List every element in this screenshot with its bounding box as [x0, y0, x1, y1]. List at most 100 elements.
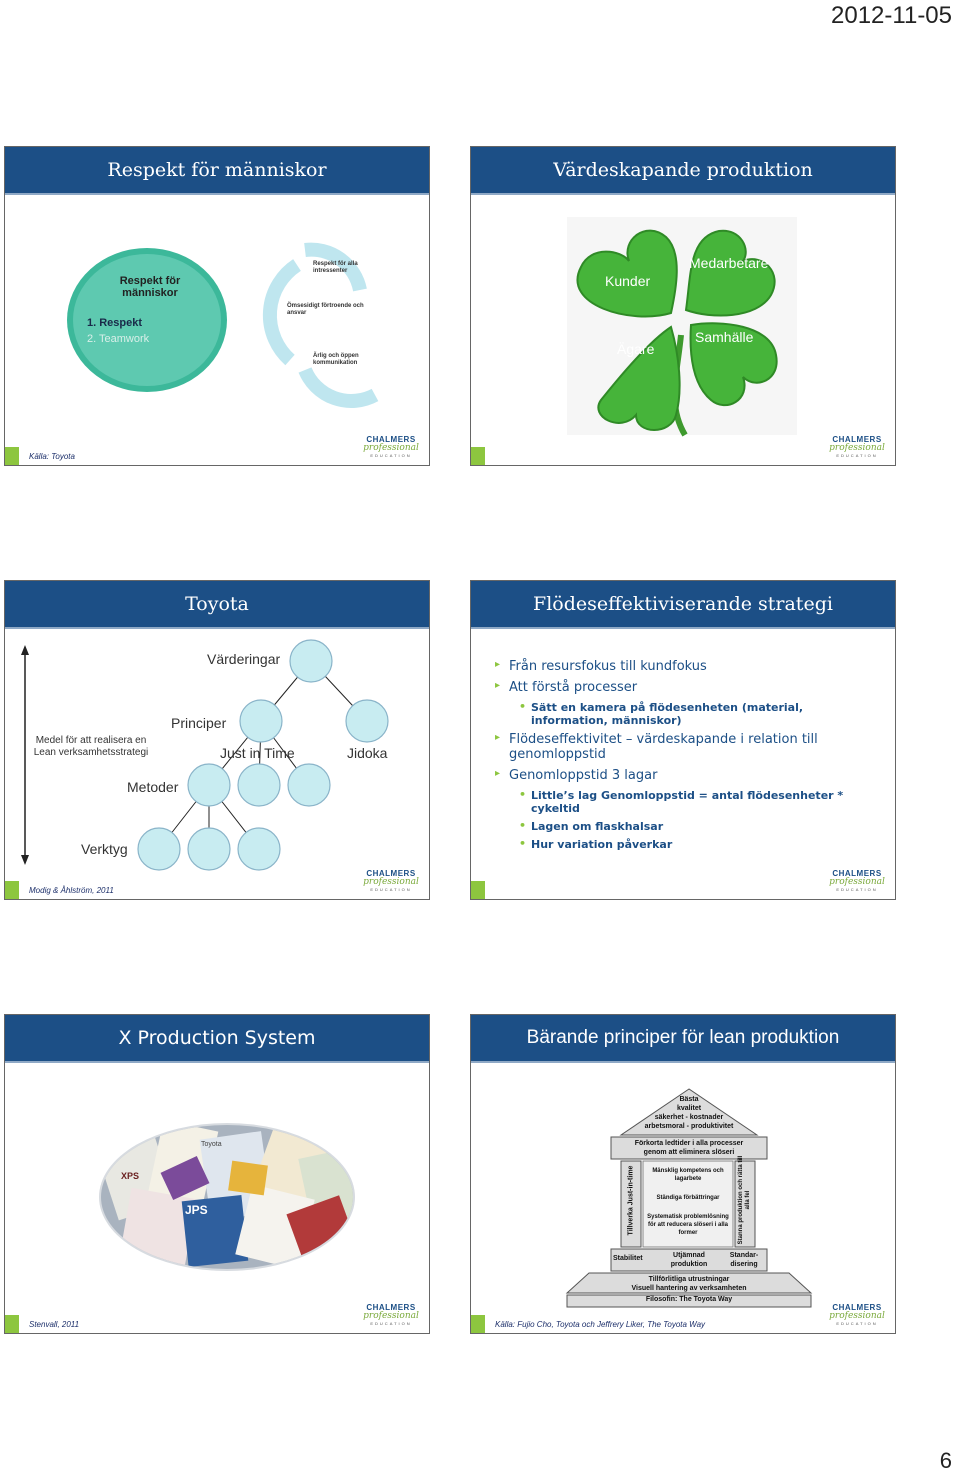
sub-bullet-2-1: Sätt en kamera på flödesenheten (materia…	[495, 700, 881, 727]
slide-toyota: Toyota	[4, 580, 430, 900]
collage-text-jps: JPS	[185, 1203, 208, 1217]
source-label: Källa: Fujio Cho, Toyota och Jeffrery Li…	[495, 1320, 706, 1329]
node-jit	[239, 699, 283, 743]
green-marker	[5, 447, 19, 465]
collage-text-xps: XPS	[121, 1171, 140, 1181]
base-standardisering: Standar-disering	[729, 1252, 759, 1268]
node-label-jit: Just in Time	[220, 745, 295, 761]
document-collage	[99, 1123, 355, 1271]
leaf-label-medarbetare: Medarbetare	[689, 255, 769, 271]
green-marker	[5, 881, 19, 899]
pillar-right	[734, 1160, 756, 1248]
center-text-3: Systematisk problemlösning för att reduc…	[647, 1214, 729, 1236]
right-pillar-text: Stanna produktion och rätta till alla fe…	[738, 1155, 751, 1245]
source-label: Stenvall, 2011	[29, 1320, 80, 1329]
base-stabilitet: Stabilitet	[613, 1255, 643, 1262]
arrow-text-2: Ömsesidigt förtroende och ansvar	[287, 303, 364, 316]
arrow-text-1: Respekt för alla intressenter	[313, 261, 358, 274]
sub-bullet-4-1: Little’s lag Genomloppstid = antal flöde…	[495, 788, 881, 815]
house-roof	[619, 1088, 759, 1136]
house-foundation	[565, 1272, 813, 1294]
bullet-list: Från resursfokus till kundfokus Att förs…	[495, 659, 881, 856]
green-marker	[471, 881, 485, 899]
house-beam	[610, 1136, 768, 1160]
green-marker	[5, 1315, 19, 1333]
node-tool-3	[237, 827, 281, 871]
philosophy-text: Filosofin: The Toyota Way	[645, 1296, 733, 1303]
slide-xps: X Production System Toyota XPS JPS	[4, 1014, 430, 1334]
leaf-label-samhalle: Samhälle	[695, 329, 754, 345]
node-tool-1	[137, 827, 181, 871]
cycle-arrow-2	[262, 259, 302, 366]
collage-text-toyota: Toyota	[201, 1141, 222, 1148]
node-method-2	[237, 763, 281, 807]
slide-title: Flödeseffektiviserande strategi	[471, 581, 895, 629]
slide-respekt: Respekt för människor Respekt för männis…	[4, 146, 430, 466]
green-marker	[471, 1315, 485, 1333]
center-text-1: Mänsklig kompetens och lagarbete	[652, 1168, 724, 1182]
document-date: 2012-11-05	[831, 2, 952, 29]
bullet-1: Från resursfokus till kundfokus	[495, 659, 881, 674]
cycle-arrow-1	[304, 242, 367, 292]
respect-diagram	[67, 242, 379, 408]
slide-title: Värdeskapande produktion	[471, 147, 895, 195]
circle-item-2: 2. Teamwork	[87, 333, 150, 345]
slide-lean-house: Bärande principer för lean produktion Bä…	[470, 1014, 896, 1334]
slide-flodes: Flödeseffektiviserande strategi Från res…	[470, 580, 896, 900]
node-values	[289, 639, 333, 683]
leaf-medarbetare	[684, 229, 776, 317]
clover-icon	[567, 217, 797, 437]
side-label: Medel för att realisera en Lean verksamh…	[33, 735, 149, 758]
level-values: Värderingar	[207, 651, 281, 667]
node-jidoka	[345, 699, 389, 743]
circle-heading: Respekt för människor	[119, 275, 181, 299]
bullet-3: Flödeseffektivitet – värdeskapande i rel…	[495, 732, 881, 762]
slide-title: Toyota	[5, 581, 429, 629]
slide-title: Bärande principer för lean produktion	[471, 1015, 895, 1063]
leaf-label-agare: Ägare	[617, 341, 655, 357]
node-method-1	[187, 763, 231, 807]
slide-title: X Production System	[5, 1015, 429, 1063]
slide-title: Respekt för människor	[5, 147, 429, 195]
bullet-4: Genomloppstid 3 lagar	[495, 768, 881, 783]
leaf-samhalle	[689, 322, 778, 406]
center-text-2: Ständiga förbättringar	[656, 1195, 720, 1201]
node-label-jidoka: Jidoka	[347, 745, 388, 761]
bullet-2: Att förstå processer	[495, 680, 881, 695]
leaf-label-kunder: Kunder	[605, 273, 651, 289]
arrow-text-3: Ärlig och öppen kommunikation	[313, 353, 359, 366]
toyota-house-diagram	[565, 1088, 813, 1308]
node-method-3	[287, 763, 331, 807]
page-number: 6	[939, 1448, 952, 1473]
level-tools: Verktyg	[81, 841, 128, 857]
leaf-agare	[597, 325, 681, 431]
source-label: Modig & Åhlström, 2011	[29, 886, 114, 895]
house-philosophy	[566, 1294, 812, 1308]
leaf-kunder	[576, 229, 678, 318]
green-marker	[471, 447, 485, 465]
level-principles: Principer	[171, 715, 227, 731]
sub-bullet-4-3: Hur variation påverkar	[495, 837, 881, 851]
cycle-arrow-3	[298, 367, 379, 408]
source-label: Källa: Toyota	[29, 452, 75, 461]
pillar-left	[620, 1160, 642, 1248]
circle-item-1: 1. Respekt	[87, 317, 143, 329]
house-center	[642, 1160, 734, 1248]
level-methods: Metoder	[127, 779, 179, 795]
base-utjamnad: Utjämnad produktion	[670, 1252, 708, 1268]
sub-bullet-4-2: Lagen om flaskhalsar	[495, 819, 881, 833]
hierarchy-tree	[21, 639, 389, 871]
slide-vardeskapande: Värdeskapande produktion Kunder Medarbet…	[470, 146, 896, 466]
left-pillar-text: Tillverka Just-in-time	[627, 1165, 635, 1236]
house-base	[610, 1248, 768, 1272]
node-tool-2	[187, 827, 231, 871]
